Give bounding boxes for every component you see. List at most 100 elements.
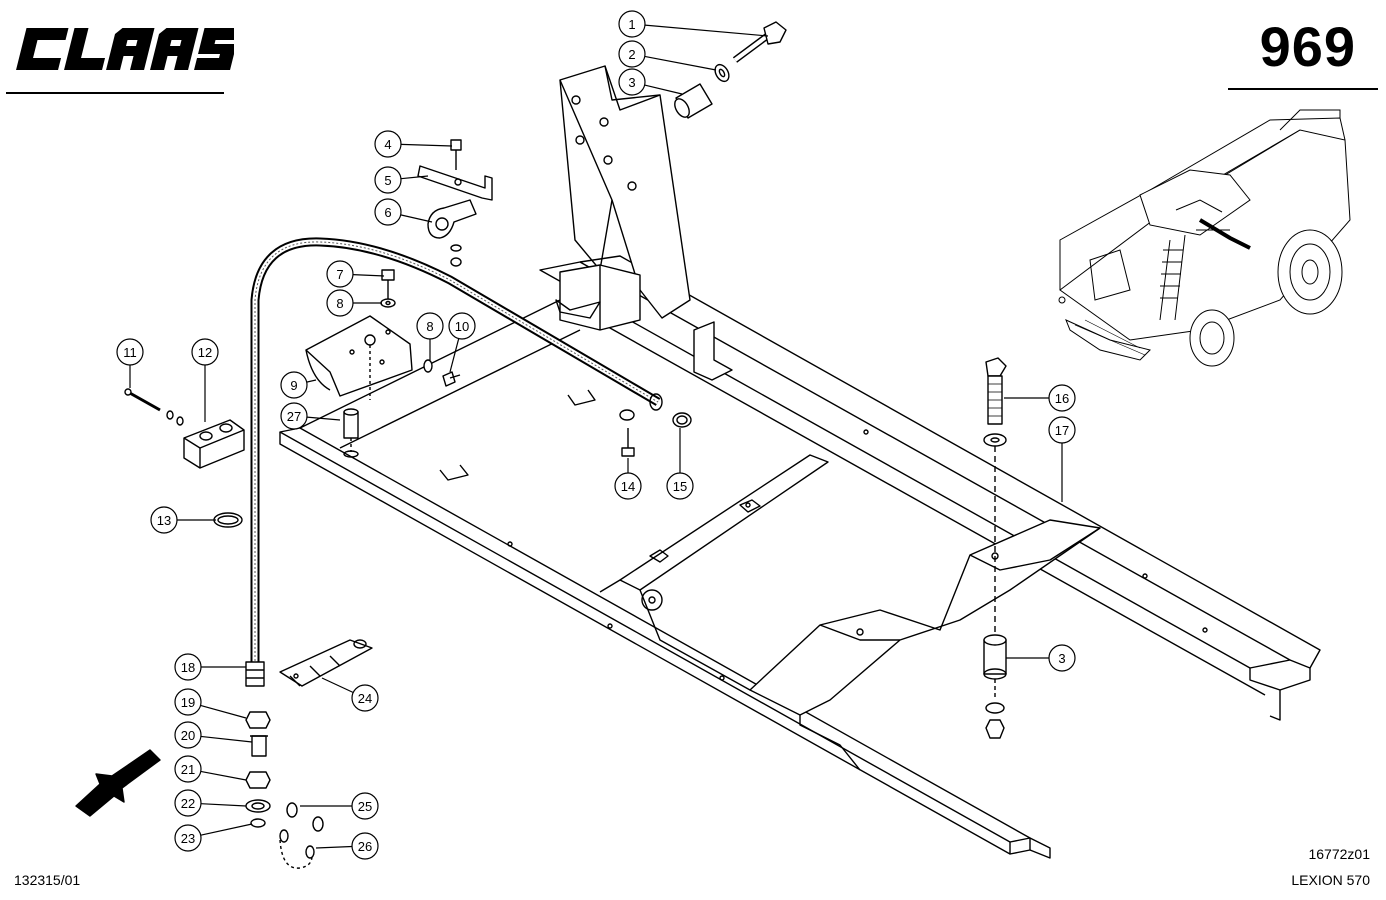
- page-number: 969: [1259, 15, 1356, 78]
- callout-leader: [200, 704, 247, 719]
- callout-number: 7: [336, 267, 343, 282]
- callout-24: 24: [321, 677, 379, 712]
- callout-leader: [315, 845, 353, 849]
- callout-number: 8: [426, 319, 433, 334]
- callout-number: 2: [628, 47, 635, 62]
- callout-number: 3: [628, 75, 635, 90]
- callout-25: 25: [300, 792, 379, 820]
- hydraulic-hose: [245, 237, 663, 687]
- callout-circle: [174, 721, 202, 749]
- part-bushing-3-bottom: [983, 634, 1007, 739]
- callout-2: 2: [618, 40, 717, 71]
- callout-circle: [280, 371, 308, 399]
- callout-9: 9: [280, 371, 317, 399]
- callout-circle: [174, 824, 202, 852]
- callout-number: 15: [673, 479, 687, 494]
- callout-19: 19: [174, 688, 247, 719]
- callout-21: 21: [174, 755, 247, 783]
- callout-circle: [326, 289, 354, 317]
- header-rule-right: [1228, 88, 1378, 90]
- callout-circle: [1048, 416, 1076, 444]
- callout-leader: [400, 175, 429, 180]
- callout-11: 11: [116, 338, 144, 388]
- callout-15: 15: [666, 428, 694, 500]
- callout-circle: [618, 10, 646, 38]
- callout-circle: [374, 130, 402, 158]
- callout-leader: [321, 677, 354, 694]
- callout-3: 3: [618, 68, 683, 96]
- callout-number: 20: [181, 728, 195, 743]
- callout-circle: [174, 789, 202, 817]
- callout-number: 18: [181, 660, 195, 675]
- callout-number: 4: [384, 137, 391, 152]
- direction-arrow: [75, 749, 161, 817]
- callout-number: 12: [198, 345, 212, 360]
- callout-22: 22: [174, 789, 247, 817]
- callout-leader: [200, 823, 253, 836]
- callout-number: 11: [123, 345, 137, 360]
- part-bolt-1: [732, 21, 787, 63]
- machine-model: LEXION 570: [1291, 872, 1370, 888]
- chassis-frame: [279, 255, 1321, 859]
- callout-18: 18: [174, 653, 246, 681]
- callout-10: 10: [448, 312, 476, 373]
- callout-circle: [618, 40, 646, 68]
- callout-7: 7: [326, 260, 385, 288]
- callout-number: 22: [181, 796, 195, 811]
- callout-circle: [374, 198, 402, 226]
- claas-logo: [14, 22, 241, 76]
- callout-number: 10: [455, 319, 469, 334]
- callout-circle: [280, 402, 308, 430]
- part-bolt-16: [983, 357, 1007, 635]
- callout-26: 26: [315, 832, 379, 860]
- callout-number: 26: [358, 839, 372, 854]
- callout-circle: [351, 792, 379, 820]
- callout-circle: [174, 755, 202, 783]
- callout-circle: [174, 653, 202, 681]
- callout-number: 5: [384, 173, 391, 188]
- callout-circle: [416, 312, 444, 340]
- callout-1: 1: [618, 10, 769, 38]
- callout-27: 27: [280, 402, 341, 430]
- combine-harvester-thumbnail: [1058, 109, 1351, 367]
- callout-circle: [1048, 384, 1076, 412]
- callout-leader: [352, 273, 385, 277]
- callout-leader: [644, 55, 717, 71]
- callout-leader: [306, 416, 341, 421]
- callout-3: 3: [1006, 644, 1076, 672]
- callout-number: 8: [336, 296, 343, 311]
- callout-8: 8: [326, 289, 382, 317]
- callout-leader: [644, 24, 769, 37]
- callout-number: 1: [628, 17, 635, 32]
- callout-12: 12: [191, 338, 219, 422]
- callout-circle: [614, 472, 642, 500]
- callout-number: 27: [287, 409, 301, 424]
- callout-leader: [644, 84, 683, 95]
- callout-leader: [400, 143, 453, 147]
- callout-leader: [200, 770, 247, 781]
- callout-circle: [1048, 644, 1076, 672]
- callout-number: 9: [290, 378, 297, 393]
- callout-circle: [150, 506, 178, 534]
- callout-number: 13: [157, 513, 171, 528]
- callout-number: 19: [181, 695, 195, 710]
- callout-5: 5: [374, 166, 429, 194]
- callout-14: 14: [614, 458, 642, 500]
- callout-number: 24: [358, 691, 372, 706]
- callout-23: 23: [174, 823, 253, 852]
- callout-circle: [174, 688, 202, 716]
- callout-leader: [306, 379, 317, 383]
- callout-13: 13: [150, 506, 216, 534]
- callout-leader: [200, 803, 247, 807]
- callout-6: 6: [374, 198, 433, 226]
- callout-circle: [448, 312, 476, 340]
- callout-number: 6: [384, 205, 391, 220]
- callout-circle: [351, 684, 379, 712]
- callout-leader: [449, 338, 460, 373]
- part-hinge-24: [279, 639, 373, 687]
- header-rule-left: [6, 92, 224, 94]
- callout-circle: [116, 338, 144, 366]
- part-clamp-block-12: [183, 419, 245, 469]
- callout-number: 17: [1055, 423, 1069, 438]
